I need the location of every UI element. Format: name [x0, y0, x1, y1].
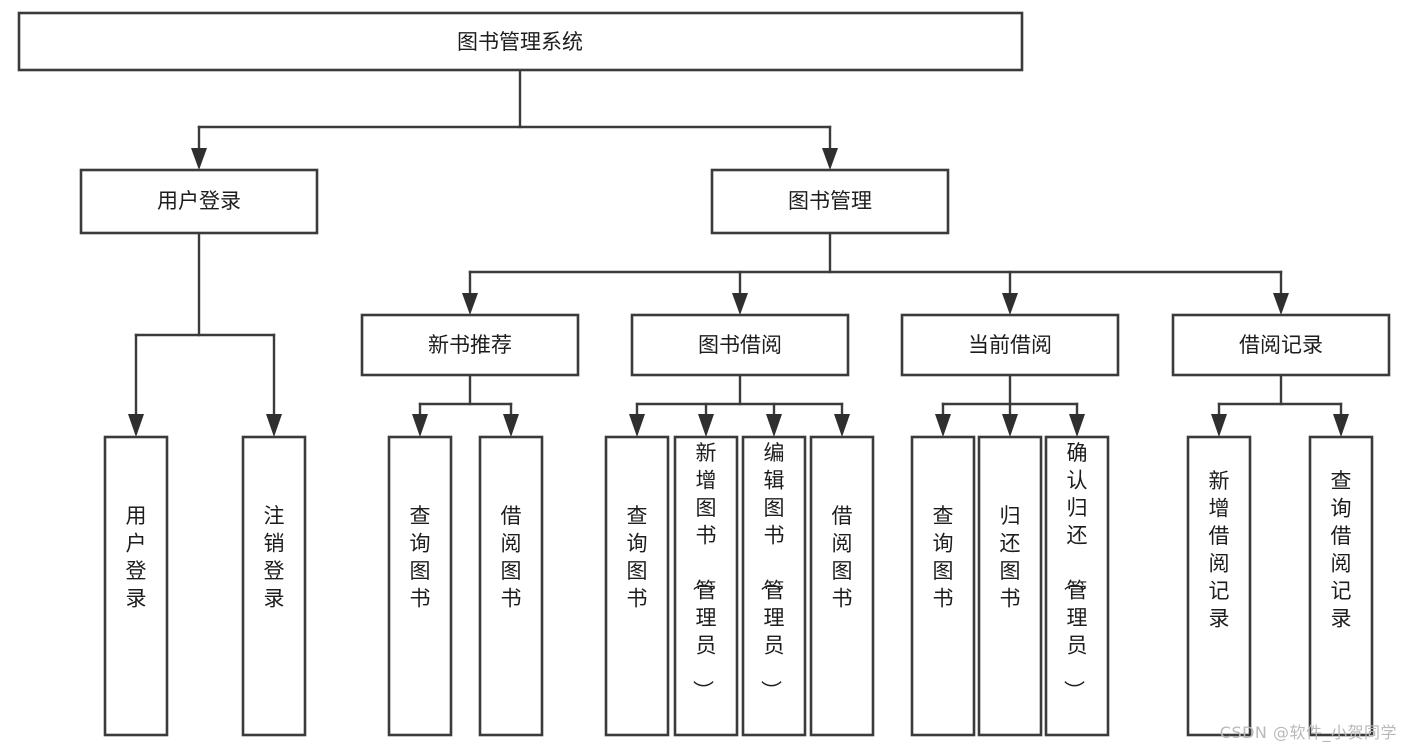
node-leaf-borrow-add-book-box[interactable] [673, 435, 739, 737]
node-leaf-rec-query-book-box[interactable] [387, 435, 453, 737]
node-leaf-user-login-label: 用户登录 [126, 504, 147, 611]
node-leaf-user-login[interactable]: 用户登录 [103, 435, 169, 737]
node-leaf-cur-query-book[interactable]: 查询图书 [910, 435, 976, 737]
csdn-watermark: CSDN @软件_小贺同学 [1219, 723, 1397, 742]
node-book-borrow-box[interactable] [630, 313, 850, 377]
node-book-manage-box[interactable] [710, 168, 950, 235]
arrow-to-leaf-rec-query-record [1333, 414, 1349, 437]
node-leaf-borrow-edit-book[interactable]: 编辑图书（管理员） [741, 435, 807, 737]
node-leaf-rec-add-record[interactable]: 新增借阅记录 [1186, 435, 1252, 737]
node-leaf-borrow-add-book[interactable]: 新增图书（管理员） [673, 435, 739, 737]
node-book-manage-label: 图书管理 [788, 189, 872, 213]
node-leaf-rec-query-record-box[interactable] [1308, 435, 1374, 737]
node-borrow-record-label: 借阅记录 [1239, 333, 1323, 357]
arrow-to-leaf-rec-add-record [1211, 414, 1227, 437]
node-leaf-borrow-edit-book-box[interactable] [741, 435, 807, 737]
arrow-to-leaf-rec-query-book [412, 414, 428, 437]
arrow-to-new-book-recommend [462, 293, 478, 315]
node-leaf-cur-confirm-return-label: 确认归还（管理员） [1062, 441, 1088, 701]
node-leaf-cur-confirm-return-box[interactable] [1044, 435, 1110, 737]
node-leaf-rec-borrow-book[interactable]: 借阅图书 [478, 435, 544, 737]
node-leaf-cur-return-book-label: 归还图书 [1000, 504, 1021, 611]
arrow-to-leaf-cur-confirm-return [1069, 414, 1085, 437]
node-root[interactable]: 图书管理系统 [17, 11, 1024, 72]
node-leaf-user-logout-label: 注销登录 [264, 504, 285, 611]
node-leaf-cur-return-book-box[interactable] [977, 435, 1043, 737]
arrow-to-leaf-borrow-borrow-book [834, 414, 850, 437]
arrow-to-leaf-user-logout [266, 414, 282, 437]
node-leaf-rec-borrow-book-label: 借阅图书 [501, 504, 522, 611]
arrow-to-leaf-cur-query-book [935, 414, 951, 437]
node-book-manage[interactable]: 图书管理 [710, 168, 950, 235]
arrow-to-book-manage [822, 148, 838, 170]
node-leaf-rec-query-book[interactable]: 查询图书 [387, 435, 453, 737]
arrow-to-leaf-borrow-edit-book [766, 414, 782, 437]
node-leaf-borrow-add-book-label: 新增图书（管理员） [691, 441, 717, 701]
node-new-book-recommend-label: 新书推荐 [428, 333, 512, 357]
arrow-to-book-borrow [732, 293, 748, 315]
node-leaf-borrow-borrow-book-label: 借阅图书 [832, 504, 853, 611]
node-leaf-cur-query-book-label: 查询图书 [933, 504, 954, 611]
node-new-book-recommend[interactable]: 新书推荐 [360, 313, 580, 377]
arrow-to-borrow-record [1273, 293, 1289, 315]
node-leaf-rec-query-record-label: 查询借阅记录 [1331, 469, 1352, 631]
node-leaf-rec-add-record-box[interactable] [1186, 435, 1252, 737]
node-leaf-borrow-borrow-book-box[interactable] [809, 435, 875, 737]
node-leaf-cur-return-book[interactable]: 归还图书 [977, 435, 1043, 737]
node-root-label: 图书管理系统 [457, 30, 583, 54]
node-current-borrow[interactable]: 当前借阅 [900, 313, 1120, 377]
node-leaf-rec-add-record-label: 新增借阅记录 [1209, 469, 1230, 631]
node-leaf-cur-query-book-box[interactable] [910, 435, 976, 737]
node-leaf-borrow-query-book-label: 查询图书 [627, 504, 648, 611]
arrow-to-leaf-borrow-query-book [629, 414, 645, 437]
connector-layer [128, 68, 1349, 437]
node-current-borrow-box[interactable] [900, 313, 1120, 377]
node-leaf-rec-borrow-book-box[interactable] [478, 435, 544, 737]
node-leaf-borrow-borrow-book[interactable]: 借阅图书 [809, 435, 875, 737]
node-leaf-borrow-edit-book-label: 编辑图书（管理员） [759, 441, 785, 701]
node-borrow-record[interactable]: 借阅记录 [1171, 313, 1391, 377]
node-book-borrow-label: 图书借阅 [698, 333, 782, 357]
arrow-to-leaf-cur-return-book [1002, 414, 1018, 437]
node-user-login-label: 用户登录 [157, 189, 241, 213]
node-current-borrow-label: 当前借阅 [968, 333, 1052, 357]
node-leaf-cur-confirm-return[interactable]: 确认归还（管理员） [1044, 435, 1110, 737]
node-leaf-rec-query-book-label: 查询图书 [410, 504, 431, 611]
node-root-box[interactable] [17, 11, 1024, 72]
node-leaf-user-logout-box[interactable] [241, 435, 307, 737]
node-user-login[interactable]: 用户登录 [79, 168, 319, 235]
arrow-to-leaf-borrow-add-book [698, 414, 714, 437]
node-user-login-box[interactable] [79, 168, 319, 235]
node-leaf-borrow-query-book[interactable]: 查询图书 [604, 435, 670, 737]
node-leaf-user-login-box[interactable] [103, 435, 169, 737]
arrow-to-leaf-rec-borrow-book [503, 414, 519, 437]
node-borrow-record-box[interactable] [1171, 313, 1391, 377]
node-leaf-borrow-query-book-box[interactable] [604, 435, 670, 737]
arrow-to-current-borrow [1002, 293, 1018, 315]
node-leaf-user-logout[interactable]: 注销登录 [241, 435, 307, 737]
arrow-to-user-login [191, 148, 207, 170]
arrow-to-leaf-user-login [128, 414, 144, 437]
node-new-book-recommend-box[interactable] [360, 313, 580, 377]
node-book-borrow[interactable]: 图书借阅 [630, 313, 850, 377]
node-leaf-rec-query-record[interactable]: 查询借阅记录 [1308, 435, 1374, 737]
